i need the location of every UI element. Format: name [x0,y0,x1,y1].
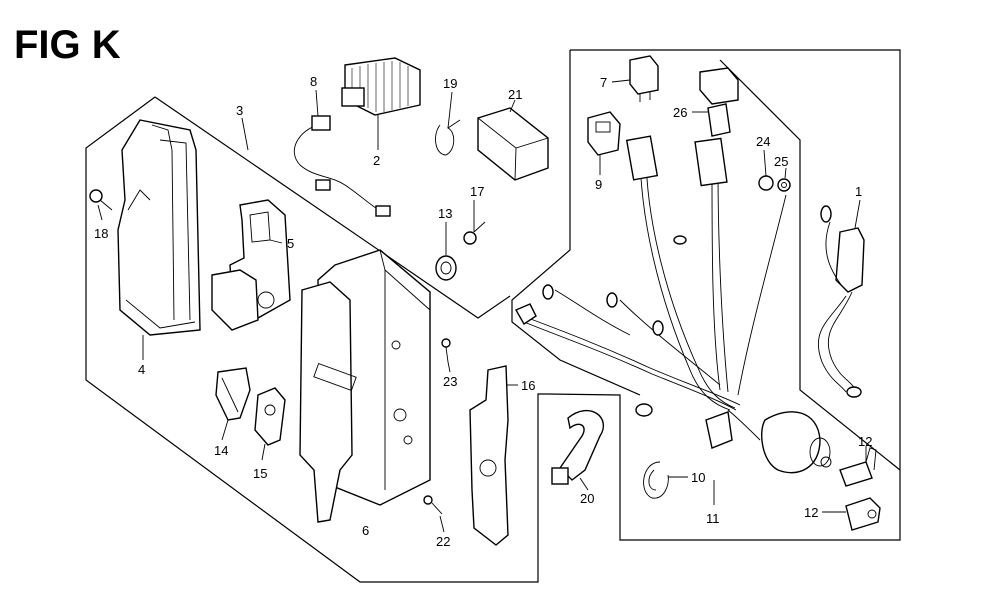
callout-16: 16 [521,378,535,393]
callout-12-upper: 12 [858,434,872,449]
callout-8: 8 [310,74,317,89]
part-12-key-upper [839,447,877,487]
part-5-bracket [211,199,291,331]
callout-21: 21 [508,87,522,102]
part-11-harness [515,135,832,474]
callout-3: 3 [236,103,243,118]
callout-10: 10 [691,470,705,485]
part-25-washer [777,178,791,192]
callout-25: 25 [774,154,788,169]
small-grommet [635,403,653,417]
callout-9: 9 [595,177,602,192]
part-1-subharness [817,205,865,398]
part-9-connector [587,111,621,156]
callout-5: 5 [287,236,294,251]
figure-title: FIG K [14,23,121,67]
part-10-clamp [643,461,669,499]
part-26-fuse [699,67,739,137]
callout-17: 17 [470,184,484,199]
callout-23: 23 [443,374,457,389]
callout-12-lower: 12 [804,505,818,520]
callout-24: 24 [756,134,770,149]
callout-22: 22 [436,534,450,549]
callout-18: 18 [94,226,108,241]
part-16-plate [469,365,509,546]
callout-4: 4 [138,362,145,377]
part-20-band [551,409,605,485]
part-22-screw [423,495,443,515]
right-group-boundary [511,49,901,541]
callout-1: 1 [855,184,862,199]
callout-20: 20 [580,491,594,506]
part-23-screw [441,338,451,363]
callout-13: 13 [438,206,452,221]
part-15-breaker [254,387,286,446]
part-6-control-box [299,249,431,523]
callout-6: 6 [362,523,369,538]
callout-26: 26 [673,105,687,120]
callout-2: 2 [373,153,380,168]
part-18-bolt [89,189,113,211]
part-13-grommet [435,255,457,281]
part-21-fusebox [477,107,549,181]
callout-19: 19 [443,76,457,91]
callout-11: 11 [706,511,720,526]
part-14-switch [215,367,251,421]
part-2-regulator [293,57,421,217]
part-24-nut [758,175,774,191]
part-4-cover [117,119,201,336]
callout-labels: 1 2 3 4 5 6 7 8 9 10 11 12 12 13 14 15 1… [94,74,872,549]
callout-14: 14 [214,443,228,458]
callout-15: 15 [253,466,267,481]
part-12-key-lower [845,497,881,531]
leader-lines [97,79,867,533]
part-7-relay [629,55,659,102]
left-group-boundary [85,96,548,583]
part-17-screw [463,221,486,245]
part-19-clip [435,119,461,156]
callout-7: 7 [600,75,607,90]
